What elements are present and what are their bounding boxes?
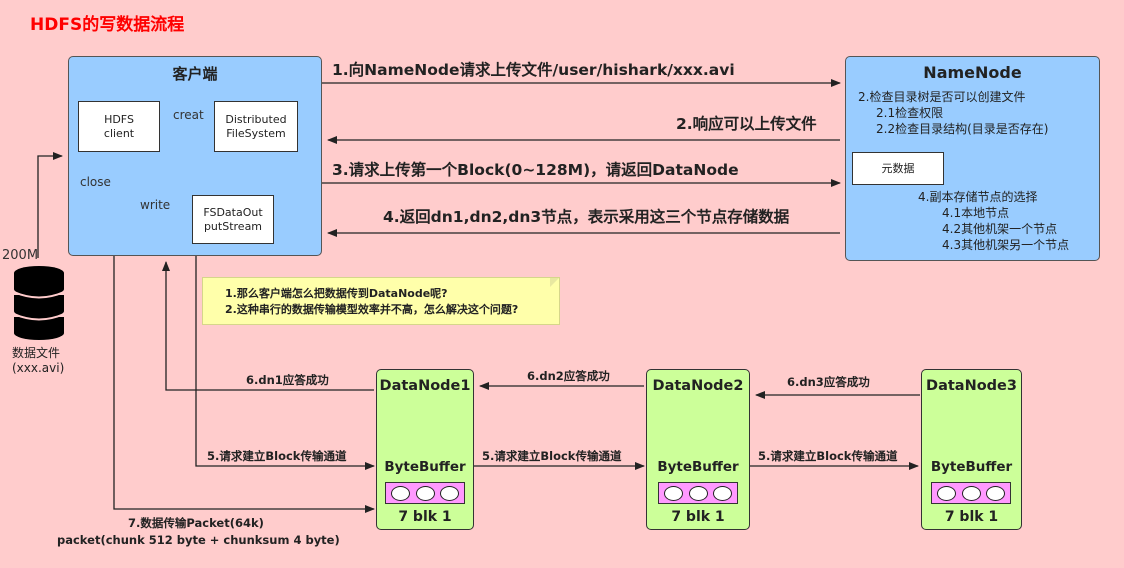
message-6c: 6.dn3应答成功	[787, 375, 870, 389]
datanode-1-box: DataNode1 ByteBuffer 7 blk 1	[376, 369, 474, 530]
message-2: 2.响应可以上传文件	[676, 115, 817, 133]
packet-chunk	[664, 485, 684, 501]
message-5c: 5.请求建立Block传输通道	[758, 449, 898, 463]
write-label: write	[140, 198, 171, 212]
message-7a: 7.数据传输Packet(64k)	[128, 516, 264, 530]
fsdataoutputstream-box: FSDataOut putStream	[192, 195, 274, 244]
page-title: HDFS的写数据流程	[30, 15, 185, 35]
metadata-box: 元数据	[852, 152, 944, 185]
note-line-1: 1.那么客户端怎么把数据传到DataNode呢?	[225, 287, 448, 300]
file-size-label: 200M	[2, 248, 39, 263]
namenode-replica-1: 4.副本存储节点的选择	[918, 190, 1038, 204]
packet-chunk	[391, 485, 411, 501]
message-3: 3.请求上传第一个Block(0~128M)，请返回DataNode	[332, 161, 739, 179]
datanode-3-title: DataNode3	[926, 378, 1017, 394]
note-fold	[550, 278, 559, 287]
namenode-check-2: 2.1检查权限	[876, 106, 944, 120]
packet-chunk	[712, 485, 732, 501]
file-name-label: 数据文件	[12, 346, 61, 360]
message-4: 4.返回dn1,dn2,dn3节点，表示采用这三个节点存储数据	[383, 208, 790, 226]
datanode-2-box: DataNode2 ByteBuffer 7 blk 1	[646, 369, 750, 530]
message-1: 1.向NameNode请求上传文件/user/hishark/xxx.avi	[332, 61, 735, 79]
packet-chunk	[415, 485, 435, 501]
creat-label: creat	[173, 108, 204, 122]
message-5a: 5.请求建立Block传输通道	[207, 449, 347, 463]
distributed-filesystem-box: Distributed FileSystem	[214, 101, 298, 152]
namenode-replica-3: 4.2其他机架一个节点	[942, 222, 1058, 236]
namenode-check-1: 2.检查目录树是否可以创建文件	[858, 90, 1026, 104]
datanode-1-blk: 7 blk 1	[398, 509, 452, 525]
datanode-3-box: DataNode3 ByteBuffer 7 blk 1	[921, 369, 1022, 530]
packet-chunk	[961, 485, 981, 501]
datanode-2-title: DataNode2	[652, 378, 744, 394]
question-note: 1.那么客户端怎么把数据传到DataNode呢? 2.这种串行的数据传输模型效率…	[202, 277, 560, 325]
datanode-2-bytebuffer: ByteBuffer	[657, 459, 739, 475]
datanode-2-buffer-bar	[658, 482, 738, 504]
packet-chunk	[985, 485, 1005, 501]
client-title: 客户端	[172, 65, 218, 83]
close-label: close	[80, 175, 111, 189]
namenode-replica-2: 4.1本地节点	[942, 206, 1010, 220]
file-path-label: (xxx.avi)	[12, 361, 65, 375]
hdfs-client-box: HDFS client	[78, 101, 160, 152]
note-line-2: 2.这种串行的数据传输模型效率并不高，怎么解决这个问题?	[225, 303, 519, 316]
packet-chunk	[688, 485, 708, 501]
datanode-3-blk: 7 blk 1	[944, 509, 999, 525]
datanode-1-buffer-bar	[385, 482, 465, 504]
namenode-check-3: 2.2检查目录结构(目录是否存在)	[876, 122, 1049, 136]
arrow-m6a	[162, 261, 374, 391]
message-7b: packet(chunk 512 byte + chunksum 4 byte)	[57, 533, 340, 547]
message-6b: 6.dn2应答成功	[527, 369, 610, 383]
packet-chunk	[937, 485, 957, 501]
arrow-m5a	[195, 256, 375, 470]
file-upload-arrow	[37, 152, 63, 258]
datanode-2-blk: 7 blk 1	[671, 509, 725, 525]
message-6a: 6.dn1应答成功	[246, 373, 329, 387]
datanode-3-bytebuffer: ByteBuffer	[930, 459, 1013, 475]
datanode-3-buffer-bar	[931, 482, 1011, 504]
datanode-1-bytebuffer: ByteBuffer	[384, 459, 466, 475]
namenode-title: NameNode	[923, 63, 1022, 82]
database-icon	[13, 266, 65, 340]
message-5b: 5.请求建立Block传输通道	[482, 449, 622, 463]
datanode-1-title: DataNode1	[379, 378, 471, 394]
packet-chunk	[439, 485, 459, 501]
arrow-m7	[113, 256, 375, 513]
namenode-replica-4: 4.3其他机架另一个节点	[942, 238, 1070, 252]
